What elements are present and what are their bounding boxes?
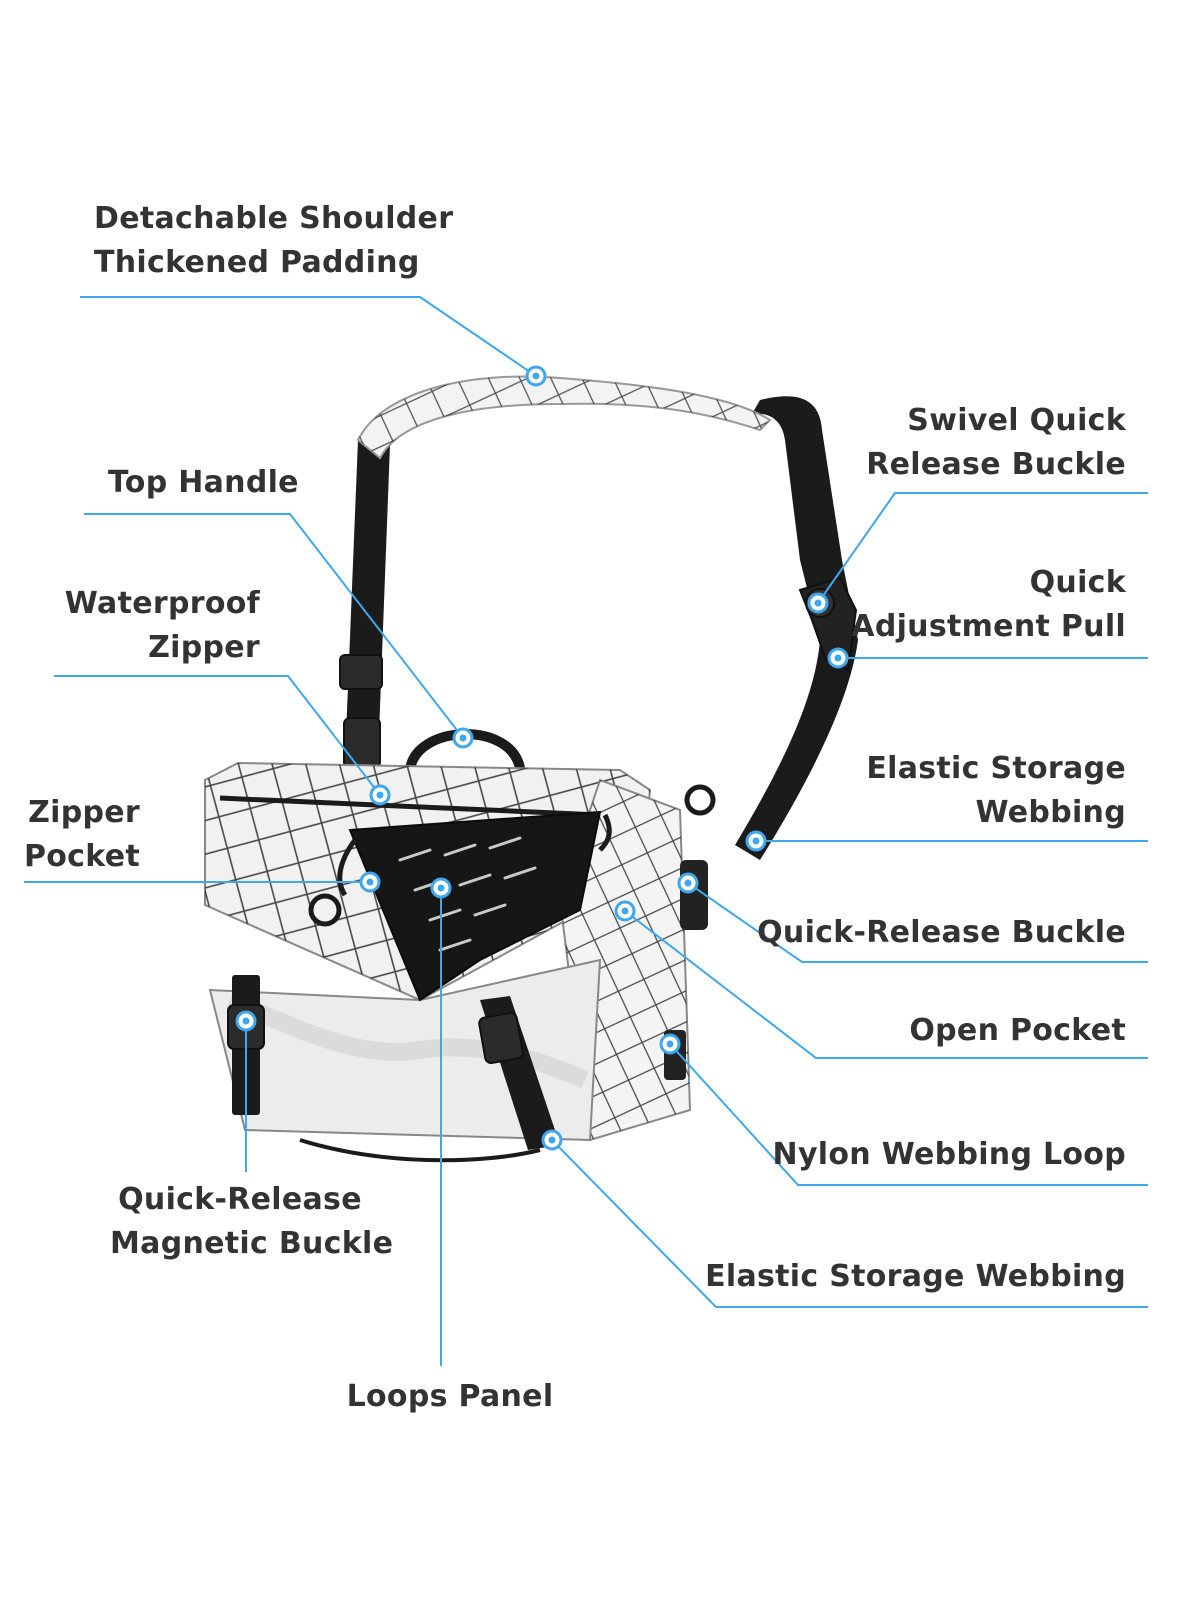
label-shoulder-line-2: Thickened Padding (94, 245, 420, 280)
label-waterproof-zipper: Waterproof Zipper (65, 582, 260, 670)
label-qr-buckle-line-1: Quick-Release Buckle (757, 915, 1126, 950)
label-swivel-buckle-line-1: Swivel Quick (907, 403, 1126, 438)
shoulder-strap-right (735, 396, 858, 860)
label-waterproof-zipper-line-1: Waterproof (64, 586, 260, 621)
callout-markers (235, 365, 849, 1151)
strap-adjuster-buckle (339, 654, 383, 690)
label-swivel-buckle: Swivel Quick Release Buckle (866, 399, 1126, 487)
label-loops-panel: Loops Panel (320, 1375, 580, 1419)
marker-qr-buckle (677, 872, 699, 894)
label-open-pocket: Open Pocket (909, 1009, 1126, 1053)
label-swivel-buckle-line-2: Release Buckle (866, 447, 1126, 482)
label-magnetic-buckle-line-1: Quick-Release (118, 1182, 362, 1217)
strap-hardware (343, 717, 381, 769)
marker-nylon-loop (659, 1033, 681, 1055)
waterproof-zipper-track (219, 795, 601, 818)
marker-adjustment-pull (827, 647, 849, 669)
label-nylon-loop: Nylon Webbing Loop (773, 1133, 1126, 1177)
marker-top-handle (452, 727, 474, 749)
laser-cut-slots (398, 836, 537, 952)
label-zipper-pocket: Zipper Pocket (24, 791, 140, 879)
label-top-handle-line-1: Top Handle (108, 465, 299, 500)
label-elastic-bottom-line-1: Elastic Storage Webbing (705, 1259, 1126, 1294)
label-shoulder-line-1: Detachable Shoulder (94, 201, 454, 236)
label-elastic-top: Elastic Storage Webbing (866, 747, 1126, 835)
label-nylon-loop-line-1: Nylon Webbing Loop (772, 1137, 1126, 1172)
label-elastic-top-line-2: Webbing (975, 795, 1126, 830)
label-adjustment-pull-line-1: Quick (1029, 565, 1126, 600)
leader-lines (24, 296, 1148, 1366)
label-open-pocket-line-1: Open Pocket (909, 1013, 1126, 1048)
shoulder-strap-left (345, 440, 390, 760)
marker-swivel-buckle (807, 592, 829, 614)
marker-elastic-top (745, 830, 767, 852)
bottom-elastic-cord (299, 1138, 541, 1163)
marker-open-pocket (614, 900, 636, 922)
leader-qr-buckle (687, 882, 1148, 963)
label-elastic-top-line-1: Elastic Storage (866, 751, 1126, 786)
marker-zipper-pocket (359, 871, 381, 893)
leader-elastic-bottom (551, 1139, 1148, 1308)
marker-elastic-bottom (541, 1129, 563, 1151)
loops-panel (348, 810, 602, 1002)
label-loops-panel-line-1: Loops Panel (346, 1379, 554, 1414)
marker-waterproof-zipper (369, 784, 391, 806)
leader-open-pocket (624, 910, 1148, 1059)
label-waterproof-zipper-line-2: Zipper (148, 630, 260, 665)
leader-nylon-loop (669, 1043, 1148, 1186)
zipper-pull (337, 838, 358, 897)
label-adjustment-pull: Quick Adjustment Pull (851, 561, 1126, 649)
leader-top-handle (84, 513, 464, 739)
leader-shoulder (80, 296, 537, 377)
leader-waterproof-zipper (54, 675, 381, 796)
marker-shoulder (525, 365, 547, 387)
label-zipper-pocket-line-1: Zipper (28, 795, 140, 830)
marker-magnetic-buckle (235, 1010, 257, 1032)
label-shoulder: Detachable Shoulder Thickened Padding (94, 197, 453, 285)
magnetic-buckle-right (478, 1012, 524, 1064)
label-qr-buckle: Quick-Release Buckle (757, 911, 1126, 955)
label-magnetic-buckle: Quick-Release Magnetic Buckle (110, 1178, 394, 1266)
leader-swivel-buckle (817, 492, 1148, 604)
label-top-handle: Top Handle (108, 461, 299, 505)
label-adjustment-pull-line-2: Adjustment Pull (851, 609, 1126, 644)
label-zipper-pocket-line-2: Pocket (23, 839, 140, 874)
bag-illustration (204, 375, 858, 1163)
marker-loops-panel (430, 877, 452, 899)
label-magnetic-buckle-line-2: Magnetic Buckle (110, 1226, 394, 1261)
label-elastic-bottom: Elastic Storage Webbing (705, 1255, 1126, 1299)
